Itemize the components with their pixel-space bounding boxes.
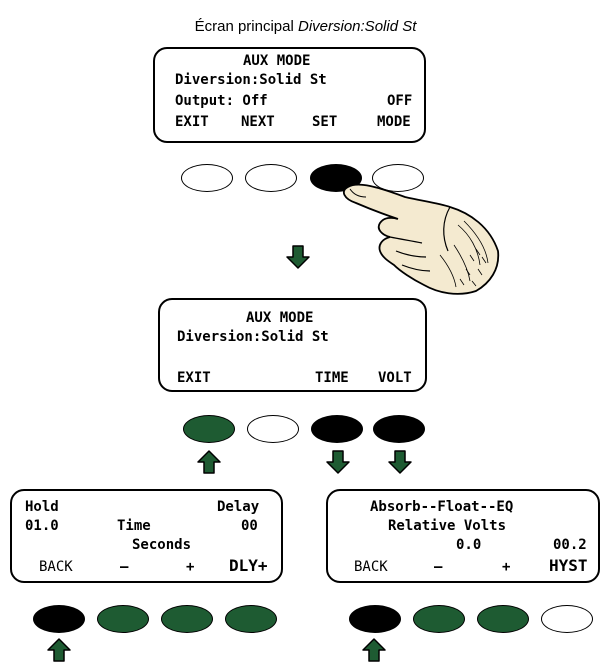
screen3-key-back: BACK [39, 559, 73, 575]
screen3-seconds-label: Seconds [132, 537, 192, 553]
lcd-delay-screen: Hold Delay 01.0 Time 00 Seconds BACK – +… [10, 489, 283, 583]
arrow-up-icon [197, 450, 221, 474]
soft-key-1[interactable] [33, 605, 85, 633]
arrow-up-icon [362, 638, 386, 662]
soft-key-4[interactable] [373, 415, 425, 443]
screen4-key-hyst: HYST [549, 556, 588, 575]
screen2-key-exit: EXIT [177, 370, 211, 386]
diagram-caption: Écran principal Diversion:Solid St [0, 18, 611, 35]
screen1-key-exit: EXIT [175, 114, 209, 130]
screen1-title: AUX MODE [243, 53, 311, 69]
soft-key-2[interactable] [97, 605, 149, 633]
screen3-key-dly: DLY+ [229, 556, 268, 575]
soft-key-4[interactable] [541, 605, 593, 633]
screen3-key-minus: – [120, 559, 129, 575]
lcd-volts-screen: Absorb--Float--EQ Relative Volts 0.0 00.… [326, 489, 600, 583]
lcd-main-screen: AUX MODE Diversion:Solid St Output: Off … [153, 47, 426, 143]
screen4-title: Absorb--Float--EQ [370, 499, 514, 515]
soft-key-2[interactable] [413, 605, 465, 633]
caption-main: Écran principal [194, 18, 298, 35]
screen1-key-set: SET [312, 114, 338, 130]
screen2-title: AUX MODE [246, 310, 314, 326]
soft-key-2[interactable] [245, 164, 297, 192]
screen3-time-label: Time [117, 518, 151, 534]
arrow-up-icon [47, 638, 71, 662]
screen3-key-plus: + [186, 559, 195, 575]
screen4-key-minus: – [434, 559, 443, 575]
screen3-delay-label: Delay [217, 499, 260, 515]
arrow-down-icon [388, 450, 412, 474]
screen1-mode: Diversion:Solid St [175, 72, 327, 88]
soft-key-3[interactable] [161, 605, 213, 633]
screen2-key-time: TIME [315, 370, 349, 386]
screen4-value-1: 0.0 [456, 537, 482, 553]
screen2-mode: Diversion:Solid St [177, 329, 329, 345]
arrow-down-icon [286, 245, 310, 269]
screen3-hold-label: Hold [25, 499, 59, 515]
caption-italic: Diversion:Solid St [298, 18, 417, 35]
soft-key-3[interactable] [310, 164, 362, 192]
screen1-key-next: NEXT [241, 114, 275, 130]
soft-key-2[interactable] [247, 415, 299, 443]
screen4-value-2: 00.2 [553, 537, 587, 553]
arrow-down-icon [326, 450, 350, 474]
screen1-output: Output: Off [175, 93, 268, 109]
screen3-hold-value: 01.0 [25, 518, 59, 534]
screen4-subtitle: Relative Volts [388, 518, 507, 534]
screen1-state: OFF [387, 93, 413, 109]
soft-key-3[interactable] [477, 605, 529, 633]
screen3-delay-value: 00 [241, 518, 258, 534]
pointing-hand-icon [342, 183, 500, 295]
soft-key-4[interactable] [372, 164, 424, 192]
soft-key-3[interactable] [311, 415, 363, 443]
soft-key-1[interactable] [183, 415, 235, 443]
soft-key-4[interactable] [225, 605, 277, 633]
soft-key-1[interactable] [181, 164, 233, 192]
screen4-key-plus: + [502, 559, 511, 575]
screen1-key-mode: MODE [377, 114, 411, 130]
screen4-key-back: BACK [354, 559, 388, 575]
screen2-key-volt: VOLT [378, 370, 412, 386]
soft-key-1[interactable] [349, 605, 401, 633]
lcd-aux-mode-screen: AUX MODE Diversion:Solid St EXIT TIME VO… [158, 298, 427, 392]
